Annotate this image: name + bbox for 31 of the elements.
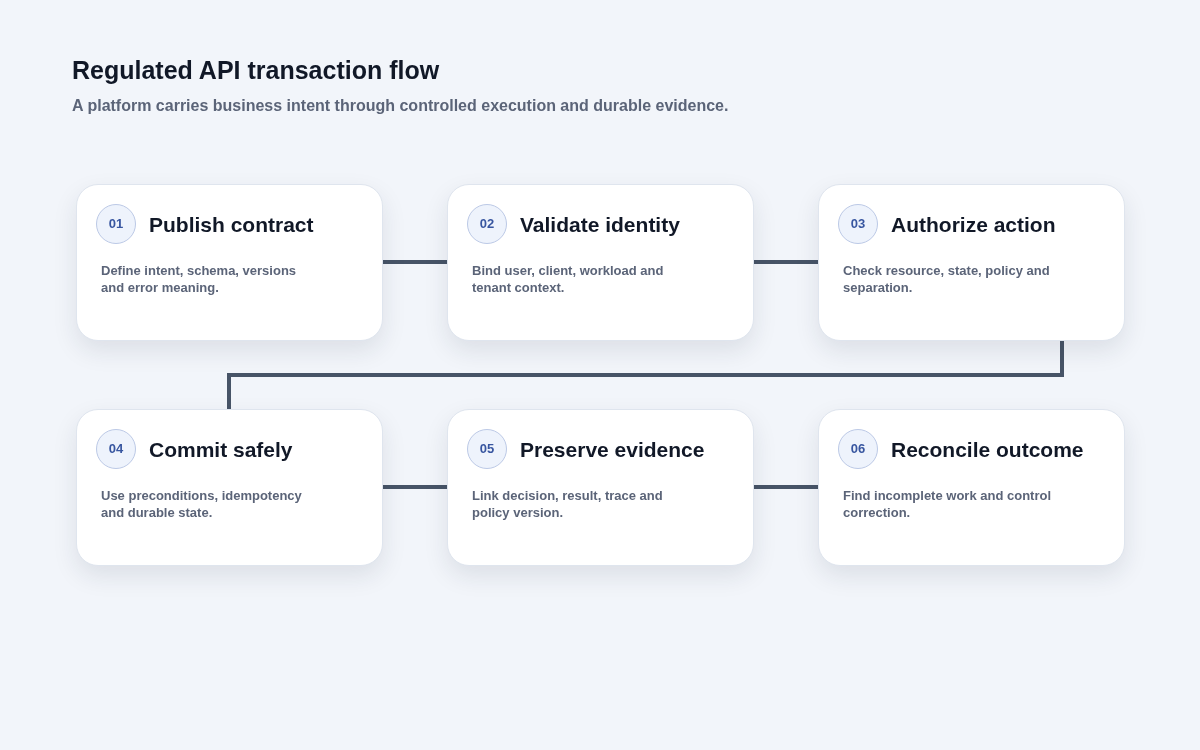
step-heading: Authorize action [891,212,1056,238]
step-heading: Publish contract [149,212,314,238]
subtitle: A platform carries business intent through controlled execution and durable evidence. [72,96,729,116]
connector-line [383,260,447,264]
step-description: Bind user, client, workload and tenant context. [472,262,665,296]
step-description: Use preconditions, idempotency and durable state. [101,487,303,521]
connector-line [383,485,447,489]
step-card [447,184,754,341]
connector-line [754,485,818,489]
step-description: Link decision, result, trace and policy version. [472,487,664,521]
step-heading: Reconcile outcome [891,437,1084,463]
step-description: Find incomplete work and control correction. [843,487,1052,521]
step-card [818,409,1125,566]
step-heading: Validate identity [520,212,680,238]
title: Regulated API transaction flow [72,55,440,86]
step-number-badge: 06 [838,429,878,469]
step-number-badge: 05 [467,429,507,469]
step-description: Define intent, schema, versions and error meaning. [101,262,298,296]
step-number-badge: 02 [467,204,507,244]
step-heading: Preserve evidence [520,437,705,463]
step-card [76,409,383,566]
step-card [76,184,383,341]
step-card [447,409,754,566]
step-heading: Commit safely [149,437,293,463]
step-number-badge: 03 [838,204,878,244]
connector-line [227,341,1064,409]
connector-line [754,260,818,264]
step-number-badge: 01 [96,204,136,244]
step-number-badge: 04 [96,429,136,469]
step-card [818,184,1125,341]
step-description: Check resource, state, policy and separation. [843,262,1051,296]
